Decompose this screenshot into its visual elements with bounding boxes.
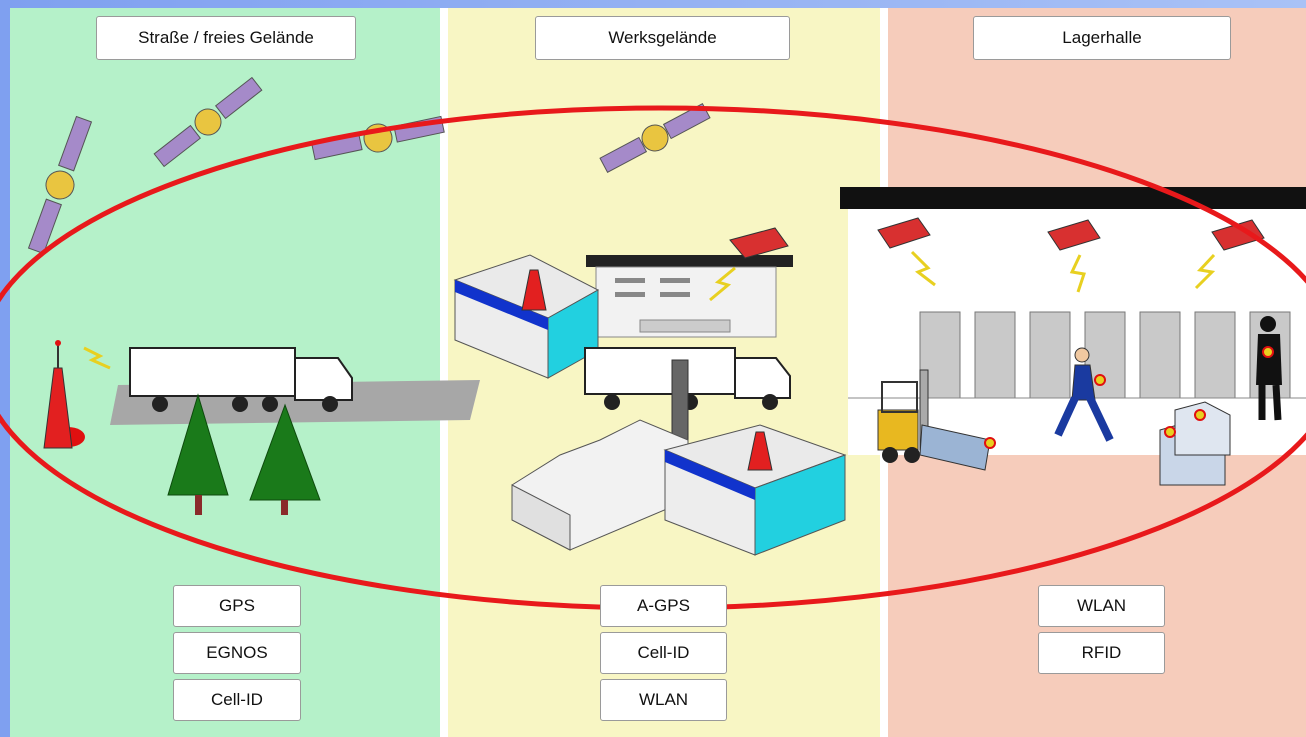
cell-tower-icon bbox=[43, 340, 111, 449]
building-icon bbox=[453, 254, 600, 379]
rfid-tag-icon bbox=[1164, 426, 1176, 438]
zone-divider bbox=[440, 8, 448, 737]
worker-icon bbox=[1054, 347, 1114, 442]
tree-icon bbox=[249, 403, 321, 515]
access-point-icon bbox=[877, 217, 936, 287]
access-point-icon bbox=[709, 227, 789, 302]
truck-icon bbox=[129, 347, 353, 412]
tech-label-gps: GPS bbox=[173, 585, 301, 627]
tech-label-wlan: WLAN bbox=[600, 679, 727, 721]
tech-label-a-gps: A-GPS bbox=[600, 585, 727, 627]
chimney bbox=[671, 359, 689, 441]
rfid-tag-icon bbox=[1262, 346, 1274, 358]
tech-label-cell-id: Cell-ID bbox=[173, 679, 301, 721]
rfid-tag-icon bbox=[1094, 374, 1106, 386]
tech-label-wlan: WLAN bbox=[1038, 585, 1165, 627]
rfid-tag-icon bbox=[984, 437, 996, 449]
satellite-icon bbox=[27, 115, 93, 255]
boxes-icon bbox=[1159, 401, 1231, 486]
tech-label-rfid: RFID bbox=[1038, 632, 1165, 674]
rfid-tag-icon bbox=[1194, 409, 1206, 421]
satellite-icon bbox=[599, 103, 711, 173]
satellite-icon bbox=[153, 76, 263, 168]
building-icon bbox=[663, 424, 847, 556]
forklift-icon bbox=[877, 369, 991, 471]
tech-label-cell-id: Cell-ID bbox=[600, 632, 727, 674]
person-icon bbox=[1256, 316, 1282, 421]
tech-label-egnos: EGNOS bbox=[173, 632, 301, 674]
zone-title-hall: Lagerhalle bbox=[973, 16, 1231, 60]
truck-icon bbox=[584, 347, 791, 410]
factory-icon bbox=[511, 419, 689, 551]
access-point-icon bbox=[1047, 219, 1101, 293]
office-building-icon bbox=[586, 255, 793, 338]
zone-title-road: Straße / freies Gelände bbox=[96, 16, 356, 60]
zone-title-plant: Werksgelände bbox=[535, 16, 790, 60]
tree-icon bbox=[167, 393, 229, 515]
